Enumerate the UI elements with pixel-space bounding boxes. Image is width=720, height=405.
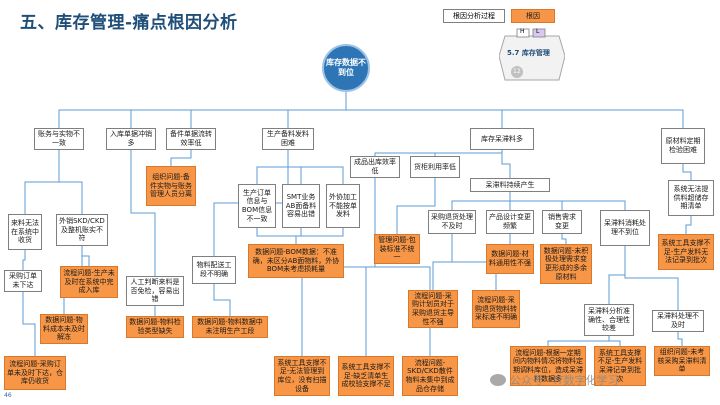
node-account-mismatch: 账务与实物不一致: [34, 128, 84, 150]
node-delivery-section: 物料配送工段不明确: [192, 256, 236, 284]
cause-inspection-type: 数据问题-物料检验类型缺失: [126, 316, 184, 338]
node-return-delay: 采购退货处理不及时: [428, 210, 476, 234]
node-raw-material-inspection: 原材料定期检验困难: [661, 128, 705, 164]
connector-line: [170, 150, 192, 166]
connector-line: [256, 150, 289, 184]
badge-l: L: [536, 28, 540, 35]
root-problem-node: 库存数据不到位: [322, 44, 370, 92]
node-order-bom-mismatch: 生产订单信息与BOM信息不一致: [238, 184, 276, 228]
watermark-text: 公众号 · IT数字化学习: [510, 374, 619, 387]
connector-line: [547, 336, 610, 346]
connector-line: [130, 150, 156, 276]
process-badge: H L 5.7 库存管理 12: [498, 28, 566, 84]
cause-batch-recording: 系统工具支撑不足-生产发料无法记录到批次: [658, 234, 714, 270]
connector-line: [677, 332, 683, 346]
node-outbound-efficiency: 成品出库效率低: [350, 156, 400, 178]
connector-line: [213, 284, 231, 316]
cause-material-generality: 数据问题-材料通用性不强: [486, 244, 534, 274]
node-sales-change: 销售需求变更: [542, 210, 582, 234]
cause-slow-moving-batch: 系统工具支撑不足-生产发料呆滞记录到批次: [594, 346, 646, 386]
node-slow-moving-analysis: 呆滞料分析准确性、合理性较差: [584, 304, 634, 336]
wechat-logo-icon: [490, 374, 506, 386]
page-title: 五、库存管理-痛点根因分析: [20, 13, 238, 33]
page-number: 46: [4, 392, 12, 399]
node-slow-moving-generation: 呆滞料持续产生: [470, 178, 550, 192]
cause-bom-data: 数据问题-BOM数据：不准确，未区分AB面物料，外协BOM未考虑损耗量: [248, 244, 344, 278]
node-manual-inspection: 人工判断来料是否免检，容易出错: [126, 276, 184, 306]
connector-line: [451, 234, 497, 290]
connector-line: [22, 292, 36, 356]
node-container-usage: 货柜利用率低: [410, 156, 460, 178]
connector-line: [24, 150, 60, 214]
connector-line: [287, 150, 344, 184]
cause-list-validation: 系统工具支撑不足-缺乏清单生成校验支撑不足: [338, 356, 394, 396]
cause-production-warehousing: 流程问题-生产未及时在系统中完成入库: [60, 266, 118, 298]
hexagon-shape: [498, 28, 566, 81]
connector-line: [295, 228, 344, 244]
badge-h: H: [520, 28, 525, 35]
cause-return-standard: 流程问题-采购退货物料转采标准不明确: [472, 290, 520, 328]
badge-label: 5.7 库存管理: [507, 49, 550, 57]
cause-material-section: 数据问题-物料数据中未注明生产工段: [192, 316, 268, 338]
node-design-change: 产品设计变更频繁: [486, 210, 534, 234]
node-skd-ckd-mismatch: 外销SKD/CKD及整机账实不符: [56, 214, 108, 246]
cause-skd-ckd-storage: 流程问题-SKD/CKD散件物料未集中到成品仓存储: [402, 356, 458, 396]
watermark: 公众号 · IT数字化学习: [490, 372, 618, 388]
connector-line: [501, 150, 511, 178]
connector-line: [287, 92, 347, 128]
legend-process: 根因分析过程: [443, 9, 505, 23]
node-outsourcing-issue: 外协加工不能按单发料: [326, 184, 360, 228]
connector-line: [624, 246, 679, 310]
badge-number: 12: [513, 68, 521, 75]
node-incoming-not-received: 来料无法在系统中收货: [8, 214, 42, 250]
cause-bin-management: 系统工具支撑不足-无法管理到库位，没有扫描设备: [274, 356, 330, 396]
connector-line: [365, 178, 376, 356]
node-slow-moving-handling: 呆滞料消耗处理不到位: [600, 210, 650, 246]
node-overdue-list: 系统无法提供料超储存期清单: [668, 180, 714, 216]
connector-line: [432, 234, 453, 290]
cause-packaging-standard: 管理问题-包装标准不统一: [374, 234, 420, 264]
connector-line: [682, 164, 692, 180]
connector-line: [81, 246, 90, 266]
cause-po-process: 流程问题-采购订单未及时下达，仓库仍收货: [4, 356, 66, 390]
cause-material-cost: 数据问题-物料成本未及时解冻: [40, 314, 88, 344]
node-smt-ab-error: SMT业务AB面备料容易出错: [282, 184, 320, 228]
connector-line: [58, 150, 83, 214]
connector-line: [256, 228, 297, 244]
connector-line: [608, 336, 621, 346]
node-spare-parts-flow: 备件单据流转效率低: [166, 128, 216, 150]
connector-line: [451, 192, 511, 210]
connector-line: [561, 234, 567, 244]
node-production-material: 生产备料发料困难: [262, 128, 314, 150]
cause-periodic-transfer: 流程问题-根据一定期间内物料情况将物料定期调料库位，造成呆滞料数据多: [510, 346, 586, 386]
cause-assessment-missing: 组织问题-未考核采购呆滞料清单: [654, 346, 710, 376]
connector-line: [509, 192, 626, 210]
connector-line: [396, 178, 436, 234]
connector-line: [608, 246, 626, 304]
connector-line: [374, 178, 431, 356]
node-slow-moving-stock: 库存呆滞料多: [470, 128, 534, 150]
legend-root-cause: 根因: [511, 9, 555, 23]
node-slow-moving-delay: 呆滞料处理不及时: [652, 310, 704, 332]
node-inbound-reversal: 入库单据冲销多: [106, 128, 156, 150]
cause-excess-material: 数据问题-未积极处理需求变更形成的多余原材料: [540, 244, 592, 284]
connector-line: [22, 250, 26, 270]
cause-return-responsibility: 流程问题-采购计划员对于采购退货主导性不强: [408, 290, 458, 328]
connector-line: [685, 216, 692, 234]
node-po-not-issued: 采购订单未下达: [4, 270, 42, 292]
cause-spare-parts-org: 组织问题-备件实物与账务管理人员分离: [146, 166, 196, 206]
connector-line: [345, 92, 684, 128]
